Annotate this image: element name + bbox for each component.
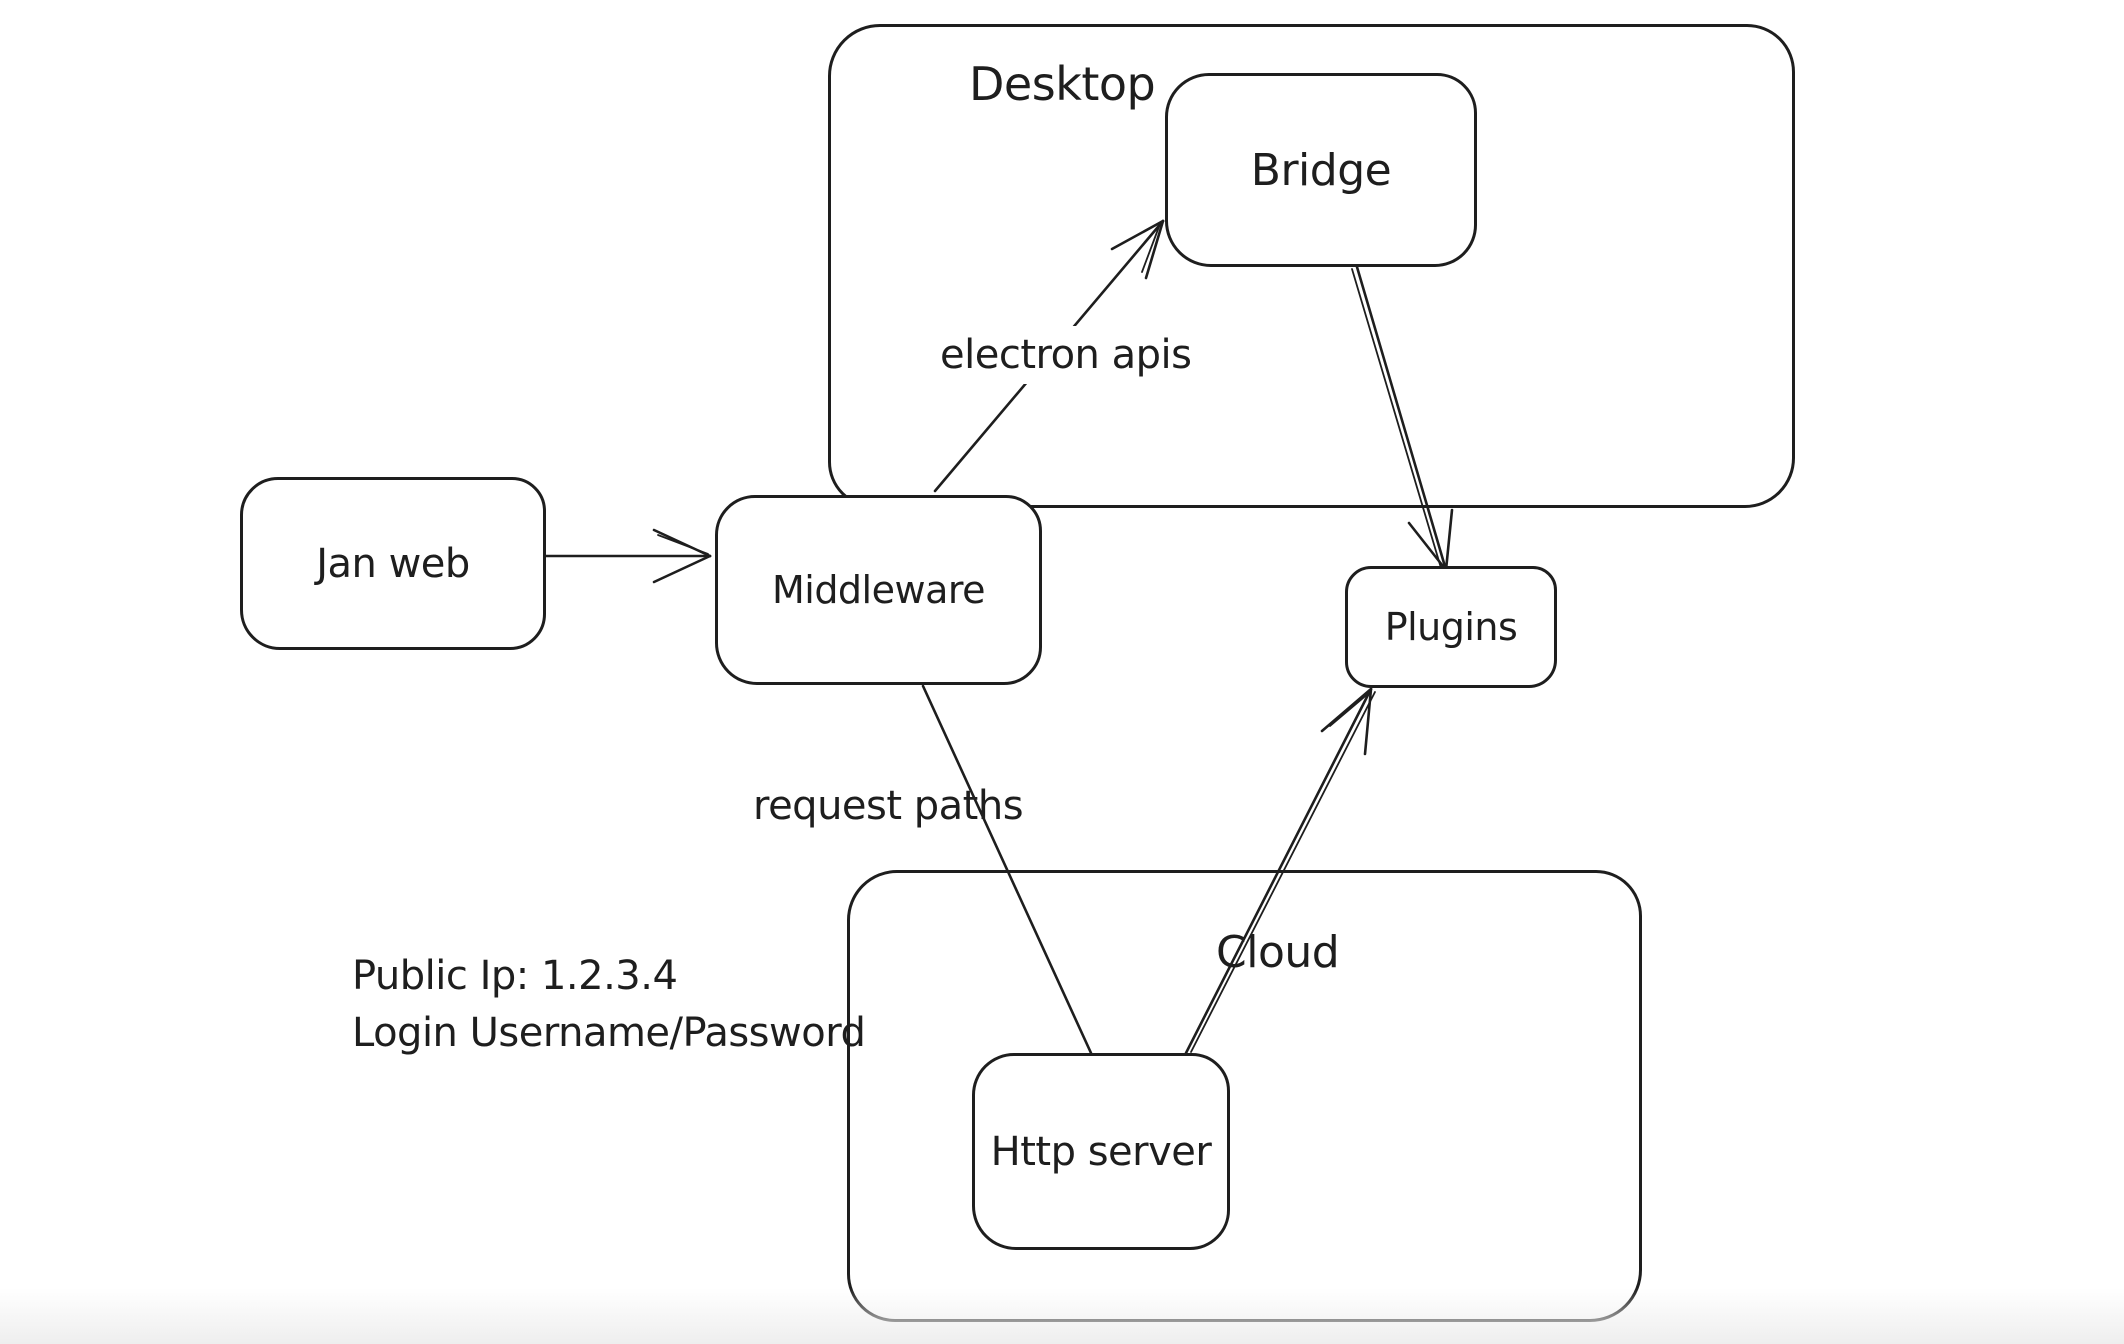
edge-label-request-paths: request paths [753,783,1024,829]
edge-label-electron-apis: electron apis [928,326,1204,384]
bridge-label: Bridge [1250,144,1392,196]
desktop-label: Desktop [969,57,1156,111]
middleware-label: Middleware [771,568,986,612]
edge-janweb-middleware [544,528,712,584]
window-bottom-edge [0,1288,2124,1344]
container-desktop: Desktop [828,24,1795,508]
login-credentials-line: Login Username/Password [352,1010,866,1056]
node-bridge: Bridge [1165,73,1477,267]
public-ip-annotation: Public Ip: 1.2.3.4 Login Username/Passwo… [352,948,866,1062]
http-server-label: Http server [990,1128,1212,1175]
container-cloud: Cloud [847,870,1642,1322]
public-ip-line: Public Ip: 1.2.3.4 [352,953,678,999]
node-middleware: Middleware [715,495,1042,685]
plugins-label: Plugins [1384,605,1518,649]
node-http-server: Http server [972,1053,1230,1250]
cloud-label: Cloud [1216,927,1340,978]
jan-web-label: Jan web [316,540,470,587]
node-plugins: Plugins [1345,566,1557,688]
node-jan-web: Jan web [240,477,546,650]
